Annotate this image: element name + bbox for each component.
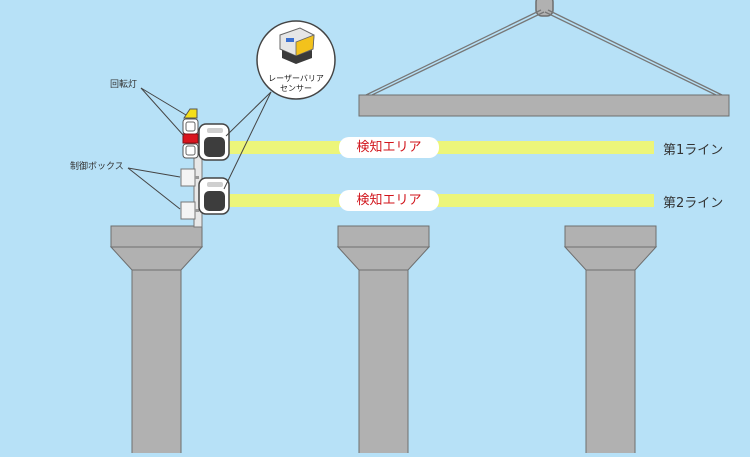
callout-lines: [127, 87, 272, 210]
crane-cables: [365, 9, 723, 96]
line-label-2: 第2ライン: [663, 196, 724, 211]
pier-left: [109, 225, 204, 457]
rotating-light-label: 回転灯: [110, 80, 138, 90]
suspended-girder: [358, 94, 730, 117]
detection-beam-1: [228, 141, 654, 154]
rotating-light-icon: [182, 108, 199, 159]
detection-zone-label-1: 検知エリア: [339, 137, 439, 158]
crane-hook: [535, 0, 554, 17]
pier-middle: [336, 225, 431, 457]
control-box-lower: [180, 201, 199, 220]
sensor-caption-line2: センサー: [280, 84, 312, 93]
control-box-upper: [180, 168, 199, 187]
detection-zone-label-2: 検知エリア: [339, 190, 439, 211]
sensor-caption: レーザーバリア センサー: [262, 74, 330, 94]
laser-sensor-upper: [198, 123, 230, 161]
laser-barrier-sensor-icon: [279, 27, 315, 64]
sensor-caption-line1: レーザーバリア: [268, 74, 324, 83]
pier-right: [563, 225, 658, 457]
laser-sensor-lower: [198, 177, 230, 215]
sensor-callout-bubble: [256, 20, 336, 100]
detection-beam-2: [228, 194, 654, 207]
control-box-label: 制御ボックス: [70, 162, 124, 172]
line-label-1: 第1ライン: [663, 143, 724, 158]
